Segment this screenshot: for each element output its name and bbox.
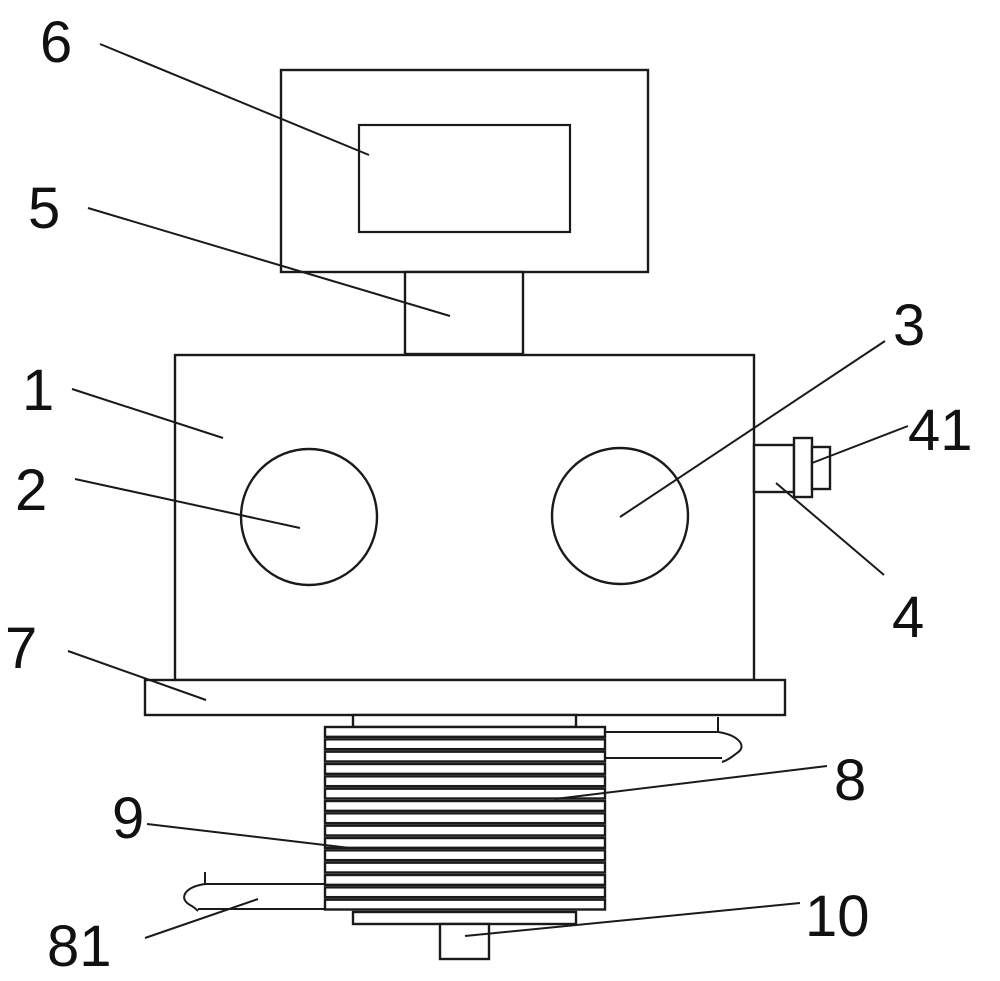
leader-line-9	[146, 823, 351, 849]
callout-2: 2	[15, 458, 47, 523]
cooling-fin	[323, 836, 607, 850]
cooling-fin	[323, 849, 607, 862]
cooling-fin	[323, 775, 607, 788]
cooling-fin	[323, 886, 607, 899]
leader-line-6	[99, 43, 370, 156]
left-circular-port	[239, 447, 379, 587]
cooling-fin	[323, 812, 607, 825]
base-plate	[143, 678, 787, 717]
callout-1: 1	[22, 358, 54, 423]
display-screen	[357, 123, 572, 234]
left-wire-loop	[183, 883, 206, 912]
bottom-terminal	[438, 922, 491, 961]
leader-line-7	[67, 650, 207, 701]
fin-stack	[323, 713, 607, 926]
side-connector-cap	[810, 445, 832, 491]
right-wire-loop	[717, 731, 743, 763]
callout-6: 6	[40, 10, 72, 75]
leader-line-10	[464, 902, 801, 937]
cooling-fin	[323, 738, 607, 751]
leader-line-5	[87, 207, 451, 317]
cooling-fin	[323, 725, 607, 739]
cooling-fin	[323, 799, 607, 813]
fin-stack-top-collar	[351, 713, 578, 729]
callout-9: 9	[112, 786, 144, 851]
cooling-fin	[323, 762, 607, 776]
display-housing	[279, 68, 650, 274]
leader-line-1	[71, 388, 224, 439]
leader-line-4	[775, 482, 885, 576]
callout-41: 41	[908, 398, 973, 463]
cooling-fin	[323, 824, 607, 837]
cooling-fin	[323, 750, 607, 763]
right-wire-upper	[605, 717, 719, 733]
leader-line-8	[554, 765, 828, 800]
leader-line-2	[74, 478, 301, 529]
callout-7: 7	[5, 616, 37, 681]
leader-line-81	[144, 898, 259, 939]
side-connector-body	[752, 443, 796, 494]
fin-stack-bottom-collar	[351, 910, 578, 926]
side-connector-nut	[792, 436, 814, 499]
callout-8: 8	[834, 748, 866, 813]
left-wire-upper	[204, 872, 325, 885]
callout-3: 3	[893, 293, 925, 358]
callout-10: 10	[805, 884, 870, 949]
cooling-fin	[323, 873, 607, 887]
leader-line-41	[811, 425, 909, 464]
leader-line-3	[619, 340, 886, 518]
side-connector	[752, 436, 832, 499]
callout-81: 81	[47, 914, 112, 979]
callout-4: 4	[892, 585, 924, 650]
connecting-neck	[403, 270, 525, 356]
cooling-fin	[323, 861, 607, 874]
cooling-fin	[323, 898, 607, 911]
callout-5: 5	[28, 176, 60, 241]
